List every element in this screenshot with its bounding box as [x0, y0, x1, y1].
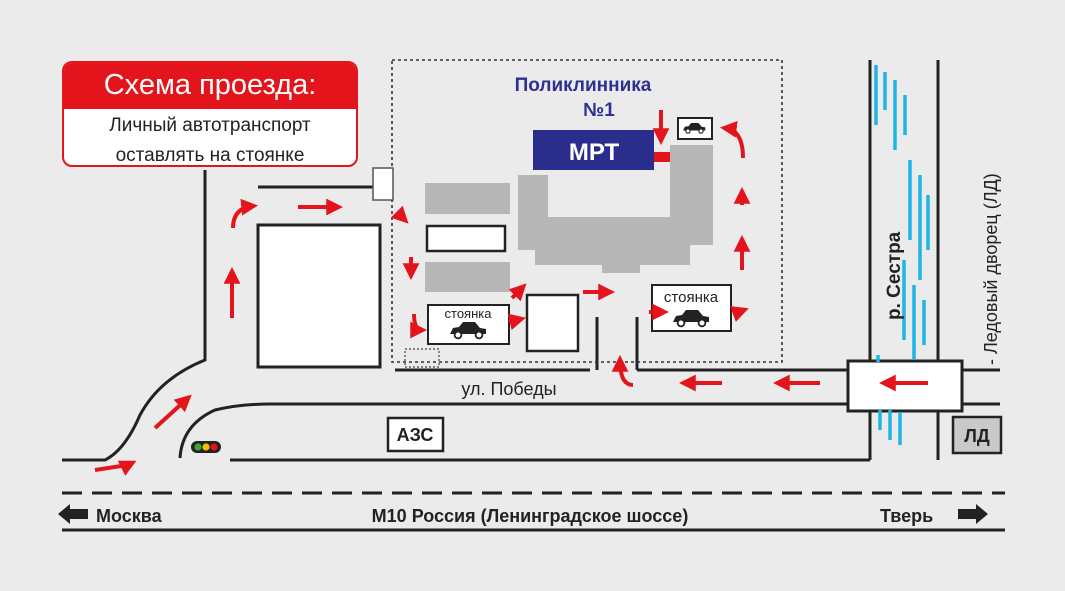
parking-label-right: стоянка — [664, 289, 719, 306]
highway-center-label: М10 Россия (Ленинградское шоссе) — [372, 506, 689, 526]
car-icon — [683, 123, 706, 134]
clinic-name-line2: №1 — [583, 100, 615, 121]
legend-box: Схема проезда: Личный автотранспорт оста… — [62, 61, 358, 167]
gas-station-label: АЗС — [397, 425, 434, 445]
route-arrows — [94, 110, 928, 476]
ice-palace-box — [951, 415, 1003, 455]
traffic-light-icon — [191, 441, 221, 453]
street-label: ул. Победы — [461, 379, 556, 399]
highway-left-label: Москва — [96, 506, 163, 526]
car-icon — [450, 322, 486, 340]
river-label: р. Сестра — [884, 231, 905, 320]
clinic-name-line1: Поликлинника — [515, 75, 652, 96]
arrow-left-icon — [58, 504, 88, 524]
ice-palace-label: - Ледовый дворец (ЛД) — [981, 173, 1001, 365]
parking-label-left: стоянка — [445, 306, 493, 321]
river-waves — [874, 65, 930, 445]
legend-subtitle-line1: Личный автотранспорт — [109, 115, 311, 136]
mri-label: МРТ — [569, 139, 620, 166]
legend-title: Схема проезда: — [64, 63, 356, 109]
legend-subtitle-line2: оставлять на стоянке — [115, 145, 305, 166]
mri-building — [533, 130, 654, 170]
ice-palace-abbr: ЛД — [964, 426, 990, 446]
roads — [62, 60, 1005, 532]
car-icon — [673, 310, 709, 328]
buildings — [256, 145, 964, 413]
arrow-right-icon — [958, 504, 988, 524]
mri-entrance — [654, 152, 670, 162]
highway-right-label: Тверь — [880, 506, 933, 526]
gas-station-box — [386, 416, 445, 453]
